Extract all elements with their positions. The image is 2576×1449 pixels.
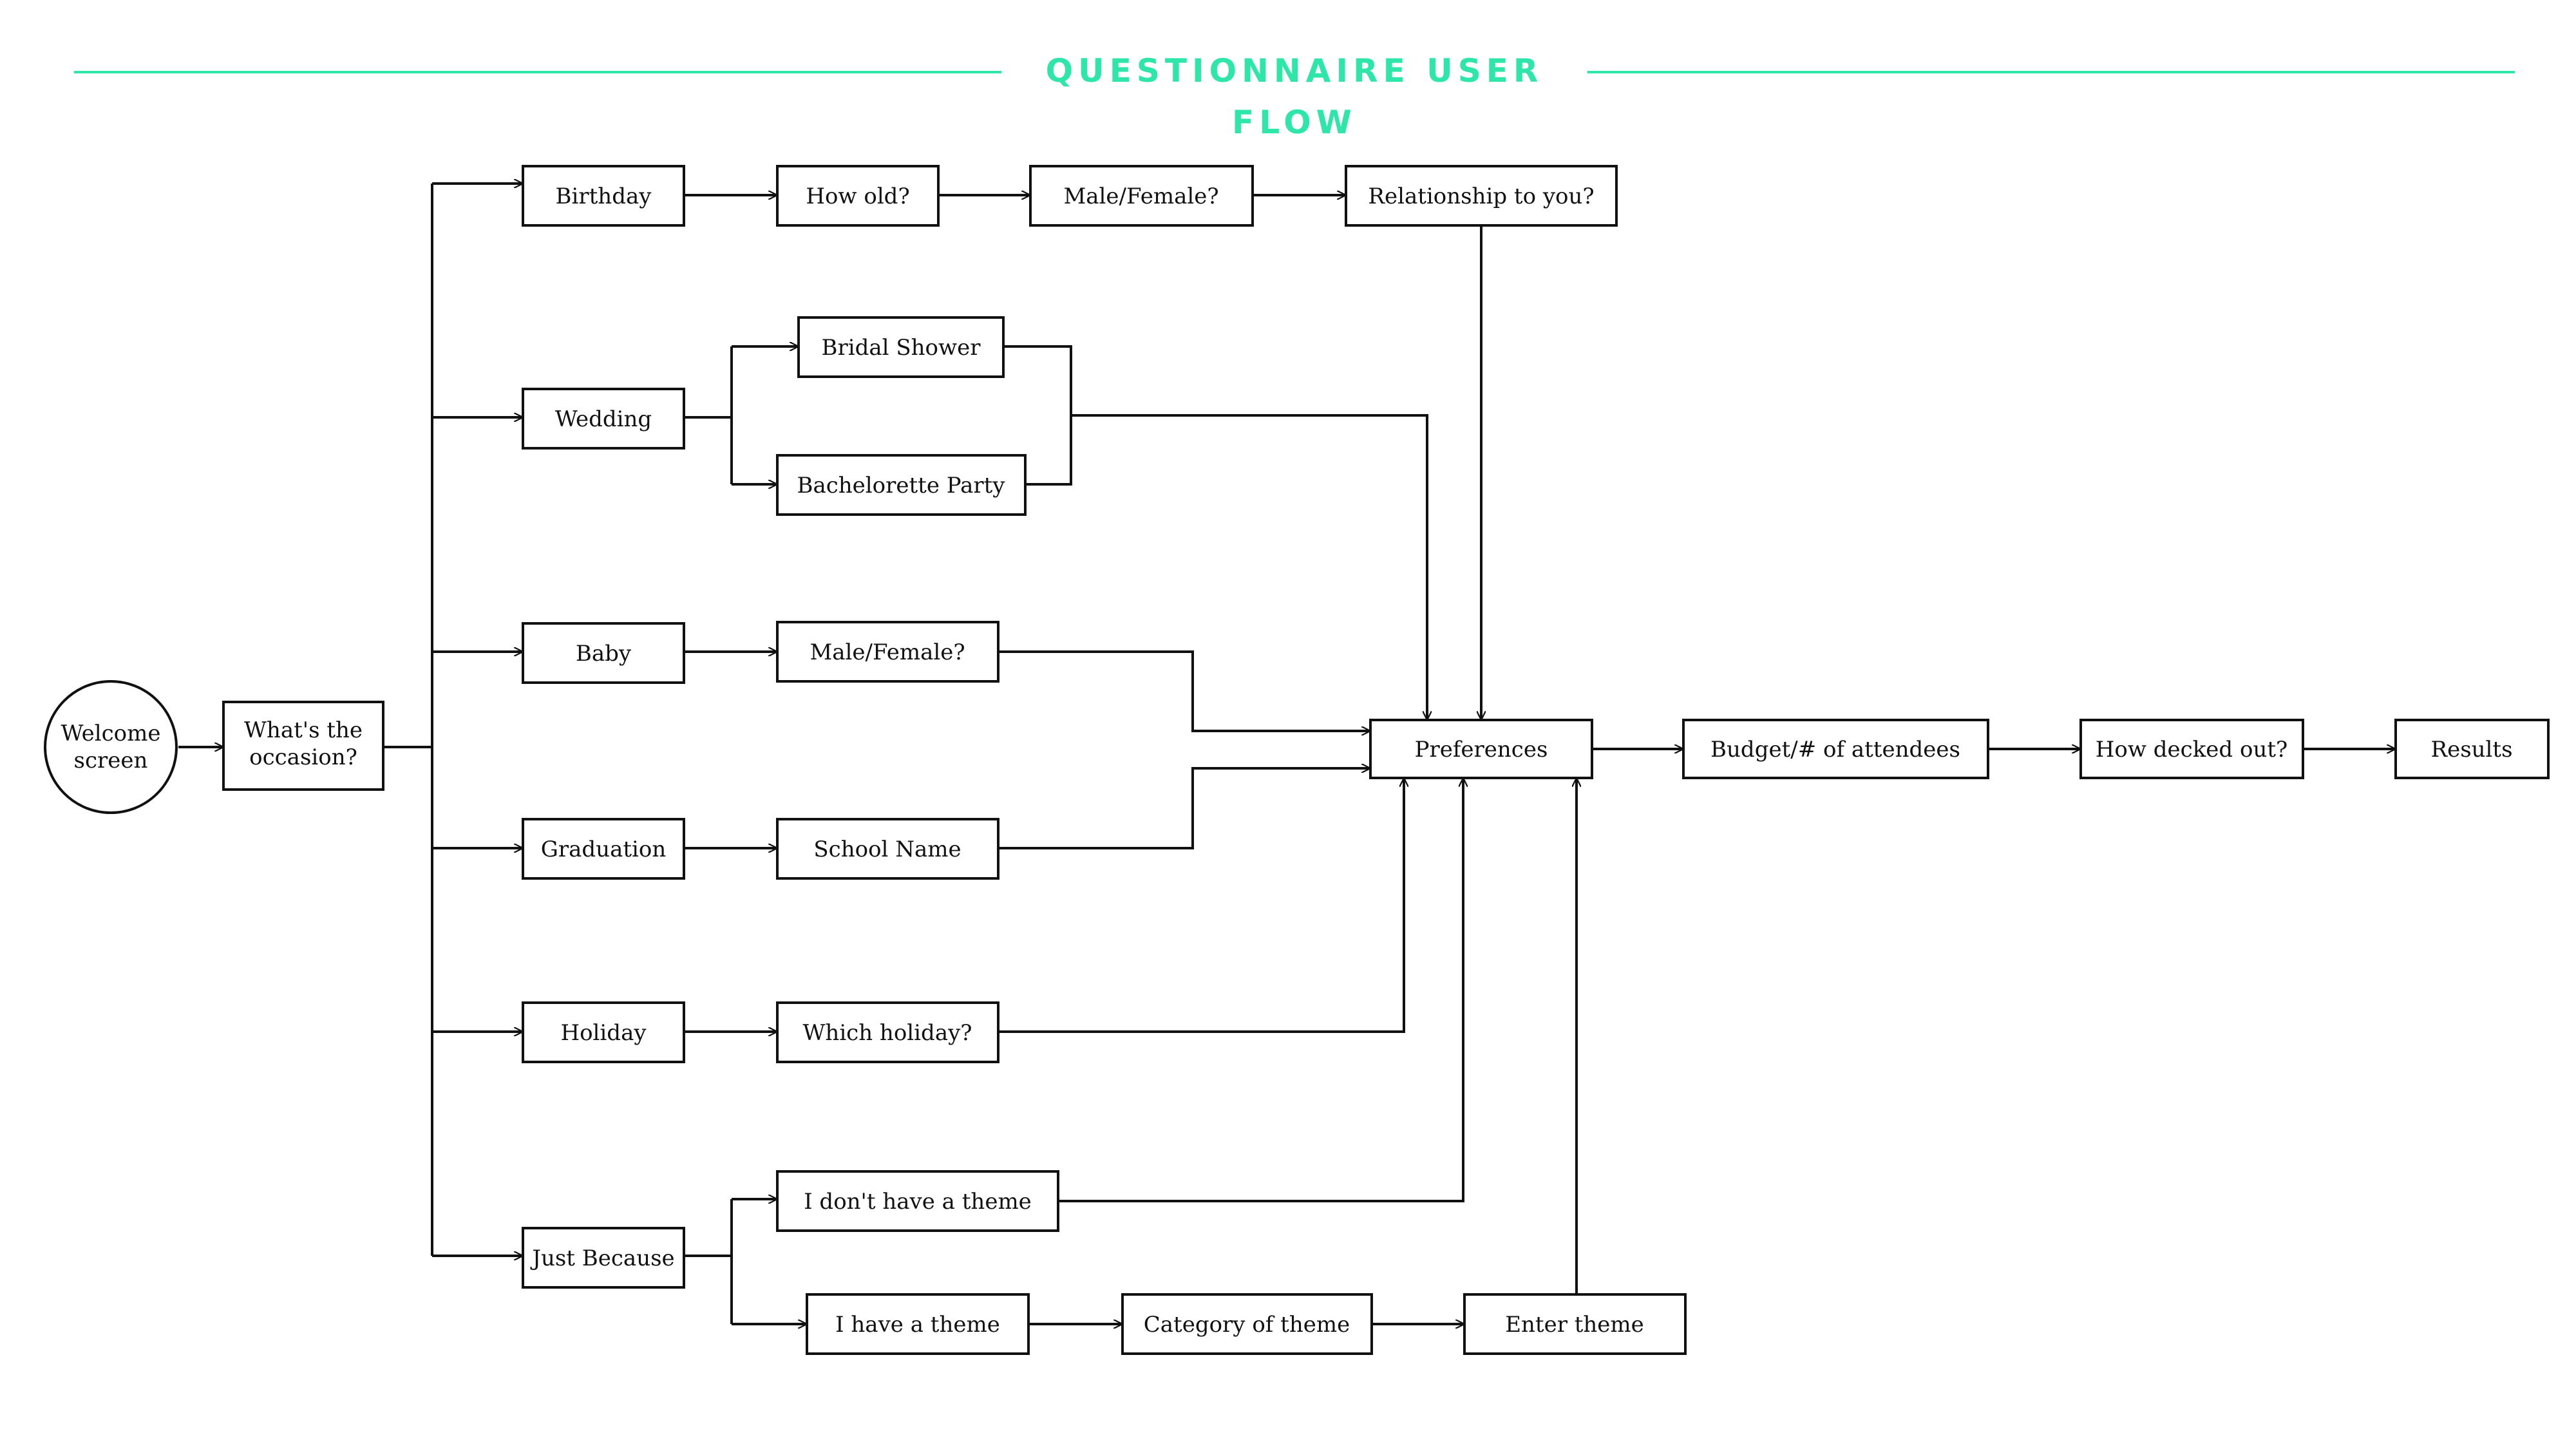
birthday-label: Birthday <box>556 184 652 209</box>
just-because-label: Just Because <box>530 1245 674 1271</box>
just-because-node: Just Because <box>522 1227 685 1289</box>
preferences-label: Preferences <box>1415 737 1548 762</box>
bachelorette-label: Bachelorette Party <box>797 473 1005 498</box>
results-label: Results <box>2430 737 2512 762</box>
decked-out-label: How decked out? <box>2096 737 2288 762</box>
results-node: Results <box>2394 719 2550 779</box>
no-theme-label: I don't have a theme <box>804 1189 1032 1215</box>
wedding-node: Wedding <box>522 388 685 450</box>
occasion-label-line-2: occasion? <box>249 744 357 770</box>
birthday-node: Birthday <box>522 165 685 227</box>
birthday-gender-label: Male/Female? <box>1063 184 1218 209</box>
connector-which-preferences <box>998 778 1404 1033</box>
graduation-label: Graduation <box>541 837 667 862</box>
graduation-node: Graduation <box>522 818 685 880</box>
relationship-node: Relationship to you? <box>1345 165 1618 227</box>
theme-category-node: Category of theme <box>1121 1293 1373 1355</box>
connector-babygender-preferences <box>998 650 1370 731</box>
welcome-label-line-1: Welcome <box>61 721 160 746</box>
which-holiday-node: Which holiday? <box>776 1001 999 1063</box>
connector-wedding-merge <box>1003 345 1427 720</box>
birthday-gender-node: Male/Female? <box>1029 165 1254 227</box>
how-old-node: How old? <box>776 165 940 227</box>
budget-label: Budget/# of attendees <box>1710 737 1960 762</box>
holiday-node: Holiday <box>522 1001 685 1063</box>
theme-category-label: Category of theme <box>1144 1312 1350 1338</box>
connector-occasion-trunk <box>383 184 433 1256</box>
occasion-node: What's the occasion? <box>222 701 384 791</box>
connector-justbecause-split <box>684 1199 733 1324</box>
connector-wedding-split <box>684 346 733 484</box>
preferences-node: Preferences <box>1369 719 1593 779</box>
budget-node: Budget/# of attendees <box>1682 719 1989 779</box>
welcome-label-line-2: screen <box>74 748 148 773</box>
welcome-node: Welcome screen <box>44 680 178 814</box>
baby-label: Baby <box>576 641 632 667</box>
holiday-label: Holiday <box>560 1020 647 1046</box>
wedding-label: Wedding <box>555 406 652 432</box>
bachelorette-node: Bachelorette Party <box>776 454 1027 516</box>
baby-gender-label: Male/Female? <box>810 639 965 665</box>
occasion-label-line-1: What's the <box>244 717 363 743</box>
relationship-label: Relationship to you? <box>1368 184 1594 209</box>
baby-node: Baby <box>522 622 685 684</box>
title-bar: QUESTIONNAIRE USER FLOW <box>0 45 2576 141</box>
bridal-shower-node: Bridal Shower <box>797 316 1005 378</box>
connector-school-preferences <box>998 768 1370 849</box>
baby-gender-node: Male/Female? <box>776 621 999 683</box>
have-theme-node: I have a theme <box>806 1293 1030 1355</box>
nodes: Welcome screen What's the occasion? Birt… <box>44 165 2550 1355</box>
which-holiday-label: Which holiday? <box>802 1020 972 1046</box>
school-name-label: School Name <box>813 837 961 862</box>
title-rule-right <box>1587 71 2515 73</box>
diagram-title: QUESTIONNAIRE USER FLOW <box>1045 52 1544 141</box>
no-theme-node: I don't have a theme <box>776 1170 1059 1232</box>
have-theme-label: I have a theme <box>835 1312 1000 1338</box>
title-rule-left <box>74 71 1001 73</box>
connector-notheme-preferences <box>1058 778 1463 1202</box>
enter-theme-label: Enter theme <box>1505 1312 1644 1338</box>
decked-out-node: How decked out? <box>2079 719 2304 779</box>
connectors <box>178 184 2396 1324</box>
how-old-label: How old? <box>806 184 909 209</box>
bridal-shower-label: Bridal Shower <box>822 335 981 361</box>
school-name-node: School Name <box>776 818 999 880</box>
enter-theme-node: Enter theme <box>1463 1293 1687 1355</box>
